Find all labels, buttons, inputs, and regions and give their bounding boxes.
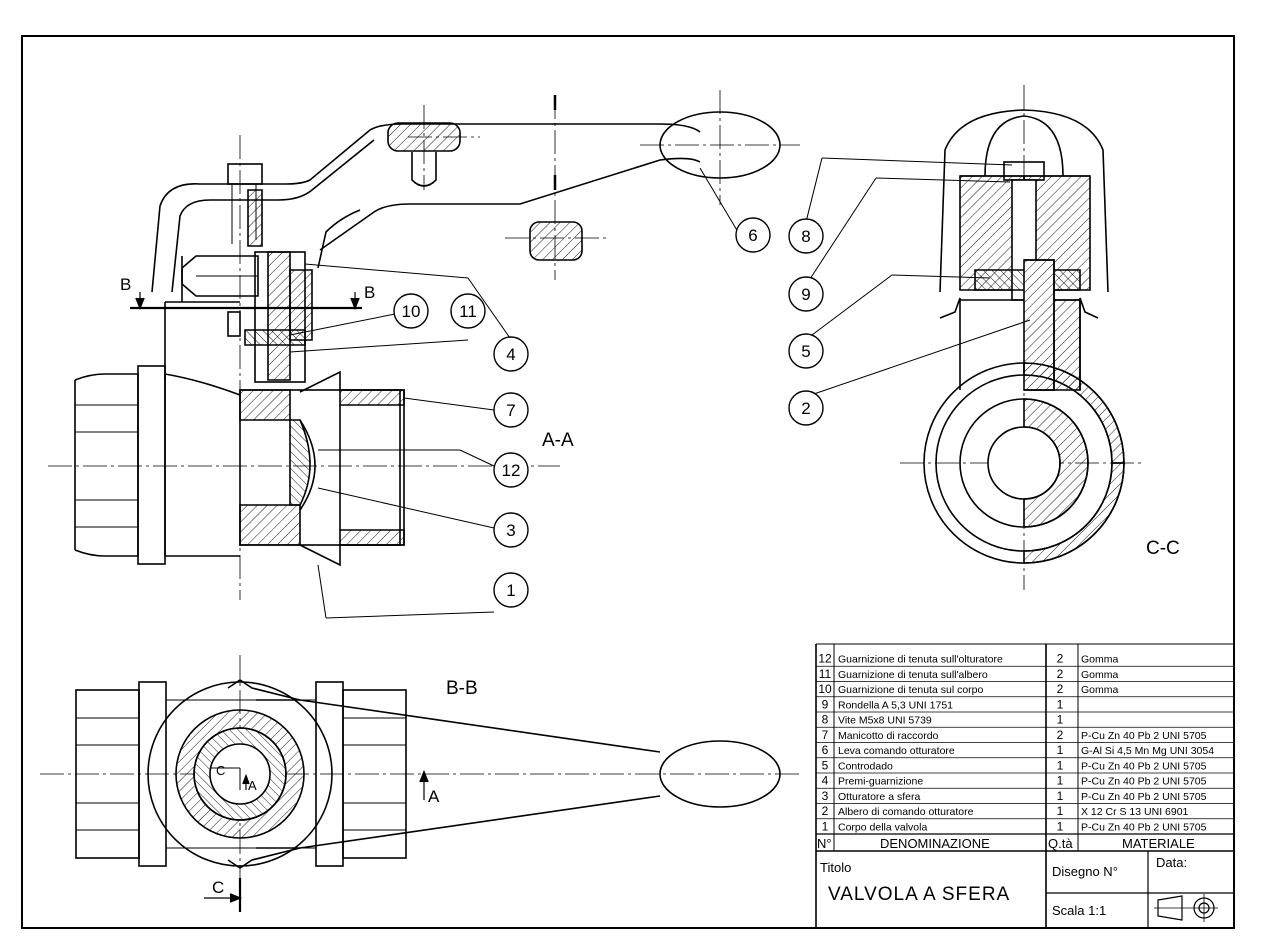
bom-cell-material: P-Cu Zn 40 Pb 2 UNI 5705 [1081,791,1207,803]
balloon-11: 11 [459,302,477,321]
bom-cell-material: G-Al Si 4,5 Mn Mg UNI 3054 [1081,745,1214,757]
bom-cell-qty: 1 [1057,774,1064,788]
bom-cell-number: 6 [822,743,829,757]
bom-cell-number: 3 [822,789,829,803]
section-mark-a-right: A [428,787,440,806]
balloon-5: 5 [801,342,810,361]
bom-cell-qty: 2 [1057,682,1064,696]
view-aa [48,90,800,619]
bom-cell-number: 9 [822,697,829,711]
date-label: Data: [1156,855,1187,870]
bom-cell-qty: 1 [1057,713,1064,727]
bom-cell-number: 10 [818,682,832,696]
balloon-1: 1 [506,581,515,600]
view-label-bb: B-B [446,678,478,699]
bom-table [815,643,1234,928]
scale-label: Scala 1:1 [1052,903,1106,918]
bom-cell-number: 11 [819,667,832,681]
bom-cell-number: 7 [822,728,829,742]
bom-header-qty: Q.tà [1048,836,1073,851]
first-angle-projection-icon [1154,894,1218,922]
bom-cell-number: 12 [818,652,832,666]
view-bb [40,655,800,912]
bom-header-mat: MATERIALE [1122,836,1195,851]
bom-cell-number: 2 [822,804,829,818]
section-mark-c-bottom: C [212,878,224,897]
balloons-cc [788,218,824,426]
balloon-9: 9 [801,285,810,304]
bom-header-n: N° [817,836,832,851]
bom-cell-material: Gomma [1081,654,1119,666]
sheet-border [21,35,1235,929]
bom-header-name: DENOMINAZIONE [880,836,990,851]
bom-cell-qty: 1 [1057,789,1064,803]
bom-cell-material: Gomma [1081,669,1119,681]
bom-cell-material: P-Cu Zn 40 Pb 2 UNI 5705 [1081,821,1207,833]
bom-cell-name: Guarnizione di tenuta sul corpo [838,684,983,696]
balloons-aa [393,217,771,608]
bom-cell-name: Vite M5x8 UNI 5739 [838,715,932,727]
bom-cell-name: Corpo della valvola [838,821,927,833]
bom-cell-material: X 12 Cr S 13 UNI 6901 [1081,806,1189,818]
balloon-8: 8 [801,227,810,246]
bom-cell-qty: 1 [1057,697,1064,711]
section-mark-b-left: B [120,275,131,294]
bom-cell-name: Guarnizione di tenuta sull'olturatore [838,654,1003,666]
bom-cell-name: Manicotto di raccordo [838,730,939,742]
section-mark-a-inner: A [248,778,257,793]
bom-cell-number: 1 [822,819,829,833]
balloon-7: 7 [506,401,515,420]
bom-cell-material: Gomma [1081,684,1119,696]
bom-cell-number: 5 [822,758,829,772]
bom-cell-number: 8 [822,713,829,727]
view-label-aa: A-A [542,430,574,451]
bom-cell-name: Leva comando otturatore [838,745,955,757]
bom-cell-qty: 2 [1057,667,1064,681]
drawing-title: VALVOLA A SFERA [828,884,1010,905]
bom-cell-name: Guarnizione di tenuta sull'albero [838,669,988,681]
view-cc [805,85,1145,590]
bom-cell-qty: 1 [1057,819,1064,833]
bom-cell-qty: 2 [1057,652,1064,666]
bom-cell-material: P-Cu Zn 40 Pb 2 UNI 5705 [1081,730,1207,742]
bom-cell-name: Otturatore a sfera [838,791,920,803]
bom-cell-qty: 1 [1057,758,1064,772]
view-label-cc: C-C [1146,538,1180,559]
bom-cell-material: P-Cu Zn 40 Pb 2 UNI 5705 [1081,776,1207,788]
bom-cell-number: 4 [822,774,829,788]
section-mark-c-inner: C [216,763,225,778]
bom-cell-qty: 1 [1057,804,1064,818]
balloon-4: 4 [506,345,515,364]
section-mark-b-right: B [364,283,375,302]
bom-cell-name: Premi-guarnizione [838,776,923,788]
balloon-12: 12 [502,461,521,480]
balloon-3: 3 [506,521,515,540]
drawing-number-label: Disegno N° [1052,864,1118,879]
bom-cell-qty: 1 [1057,743,1064,757]
bom-cell-name: Albero di comando otturatore [838,806,974,818]
bom-cell-name: Rondella A 5,3 UNI 1751 [838,699,953,711]
title-label: Titolo [820,860,851,875]
balloon-6: 6 [748,226,757,245]
balloon-2: 2 [801,399,810,418]
bom-cell-material: P-Cu Zn 40 Pb 2 UNI 5705 [1081,760,1207,772]
bom-cell-name: Controdado [838,760,893,772]
bom-cell-qty: 2 [1057,728,1064,742]
balloon-10: 10 [402,302,421,321]
